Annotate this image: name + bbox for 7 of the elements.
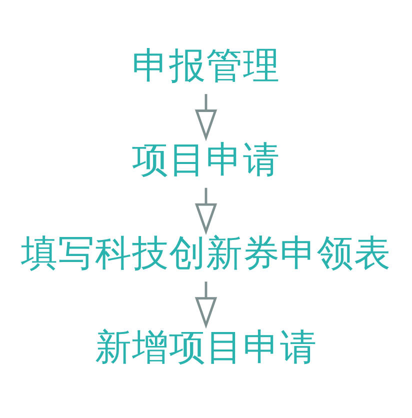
arrow xyxy=(194,187,218,235)
node-text: 申报管理 xyxy=(132,43,280,86)
node-text: 项目申请 xyxy=(132,137,280,180)
node-text: 填写科技创新券申领表 xyxy=(21,231,391,274)
arrow xyxy=(194,281,218,328)
arrow xyxy=(194,94,218,141)
node-text: 新增项目申请 xyxy=(95,324,317,368)
